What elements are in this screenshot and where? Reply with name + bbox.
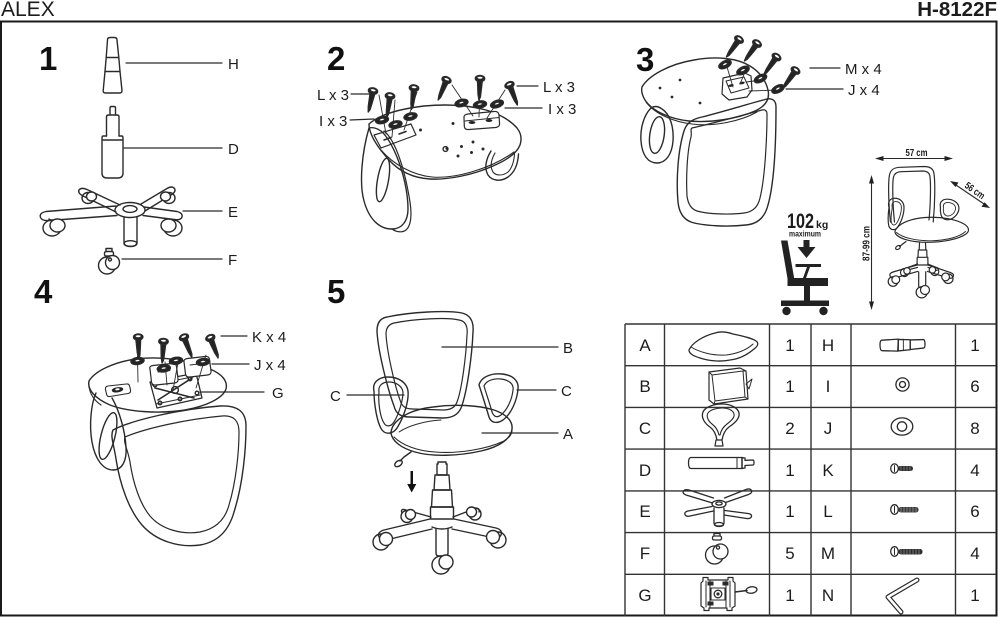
svg-text:C: C [561, 383, 572, 400]
svg-text:1: 1 [39, 40, 57, 77]
svg-text:G: G [638, 586, 651, 605]
svg-text:1: 1 [970, 586, 979, 605]
svg-text:2: 2 [785, 419, 794, 438]
svg-text:K: K [822, 461, 834, 480]
svg-text:A: A [563, 426, 573, 443]
svg-text:G: G [272, 385, 284, 402]
svg-text:57 cm: 57 cm [906, 148, 928, 159]
svg-text:F: F [640, 544, 650, 563]
svg-text:1: 1 [785, 336, 794, 355]
svg-text:4: 4 [970, 544, 979, 563]
svg-text:B: B [639, 377, 650, 396]
svg-text:I: I [826, 377, 831, 396]
svg-text:1: 1 [785, 377, 794, 396]
svg-text:102: 102 [787, 210, 814, 233]
svg-text:N: N [822, 586, 834, 605]
svg-text:6: 6 [970, 502, 979, 521]
svg-text:2: 2 [327, 40, 345, 77]
svg-text:H: H [822, 336, 834, 355]
svg-text:5: 5 [327, 273, 345, 310]
svg-text:5: 5 [785, 544, 794, 563]
svg-text:E: E [639, 502, 650, 521]
svg-text:A: A [639, 336, 651, 355]
svg-text:56 cm: 56 cm [962, 180, 986, 202]
svg-text:6: 6 [970, 377, 979, 396]
svg-text:8: 8 [970, 419, 979, 438]
svg-text:1: 1 [970, 336, 979, 355]
svg-text:B: B [563, 340, 573, 357]
svg-text:1: 1 [785, 461, 794, 480]
svg-text:C: C [639, 419, 651, 438]
svg-text:L: L [823, 502, 832, 521]
svg-text:3: 3 [636, 41, 654, 78]
svg-text:maximum: maximum [789, 229, 821, 239]
svg-text:J x 4: J x 4 [254, 357, 286, 374]
svg-text:M: M [821, 544, 835, 563]
svg-text:E: E [228, 204, 238, 221]
svg-text:J x 4: J x 4 [848, 82, 880, 99]
svg-text:D: D [228, 141, 239, 158]
svg-text:4: 4 [970, 461, 979, 480]
svg-text:H: H [228, 56, 239, 73]
svg-text:4: 4 [34, 273, 53, 310]
svg-text:87-99 cm: 87-99 cm [862, 226, 873, 261]
svg-text:I x 3: I x 3 [319, 113, 347, 130]
svg-text:kg: kg [816, 219, 828, 231]
svg-text:J: J [824, 419, 833, 438]
svg-text:1: 1 [785, 586, 794, 605]
svg-text:F: F [228, 252, 237, 269]
svg-text:H-8122F: H-8122F [917, 0, 997, 21]
svg-text:L x 3: L x 3 [543, 79, 575, 96]
svg-text:ALEX: ALEX [1, 0, 55, 21]
svg-text:K x 4: K x 4 [252, 329, 286, 346]
svg-text:L x 3: L x 3 [317, 87, 349, 104]
svg-text:I x 3: I x 3 [548, 101, 576, 118]
svg-text:C: C [330, 388, 341, 405]
svg-text:1: 1 [785, 502, 794, 521]
svg-text:D: D [639, 461, 651, 480]
svg-text:M x 4: M x 4 [845, 61, 882, 78]
